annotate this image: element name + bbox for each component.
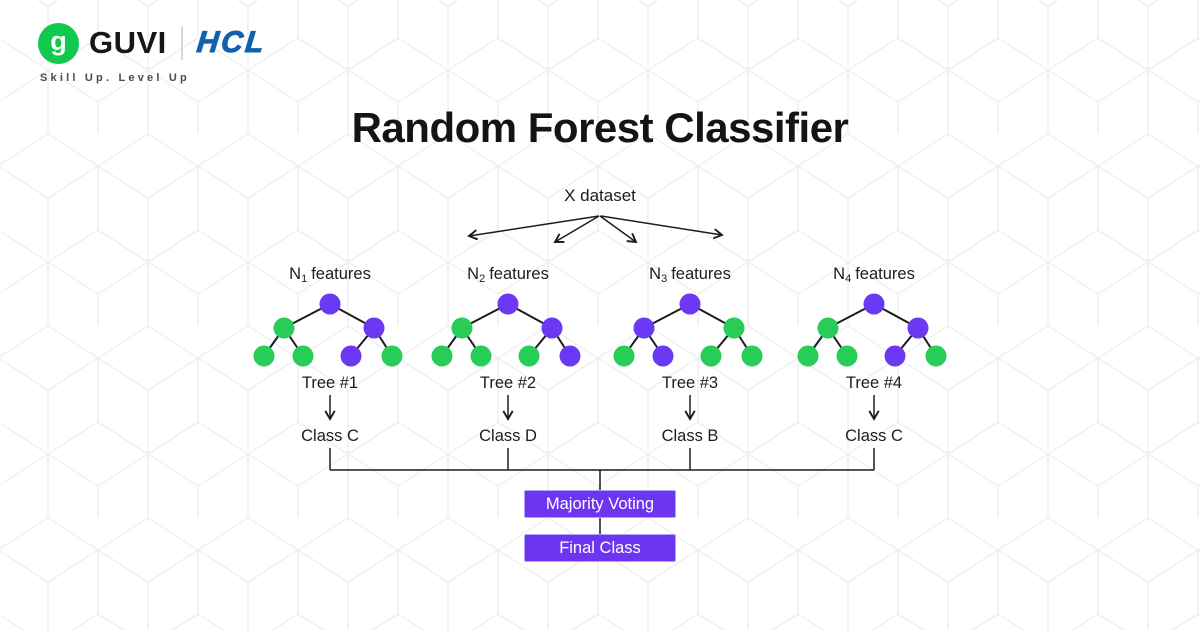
features-subscript: 2 [479, 273, 486, 285]
decision-tree-4 [797, 293, 947, 367]
tree-node-green [817, 317, 839, 339]
tree-node-purple [363, 317, 385, 339]
tree-node-green [253, 345, 275, 367]
tree-node-green [741, 345, 763, 367]
tree-node-purple [679, 293, 701, 315]
tree-node-green [613, 345, 635, 367]
tree-node-green [700, 345, 722, 367]
decision-tree-3 [613, 293, 763, 367]
tree-node-purple [633, 317, 655, 339]
tree-node-purple [497, 293, 519, 315]
class-label-2: Class D [479, 427, 537, 445]
tree-node-green [381, 345, 403, 367]
features-word: features [671, 265, 731, 283]
tree-node-green [723, 317, 745, 339]
tree-node-purple [652, 345, 674, 367]
features-word: features [489, 265, 549, 283]
tree-node-purple [863, 293, 885, 315]
tree-label-3: Tree #3 [661, 374, 719, 392]
tree-node-purple [907, 317, 929, 339]
features-base: N [289, 265, 302, 283]
class-label-1: Class C [301, 427, 359, 445]
features-base: N [649, 265, 662, 283]
tree-label-2: Tree #2 [479, 374, 537, 392]
guvi-logo-icon: g [38, 22, 79, 64]
tree-node-purple [559, 345, 581, 367]
tree-node-green [431, 345, 453, 367]
features-base: N [467, 265, 480, 283]
decision-tree-1 [253, 293, 403, 367]
page-title: Random Forest Classifier [351, 104, 849, 151]
tree-node-green [451, 317, 473, 339]
logo-divider [180, 26, 183, 60]
guvi-logo-glyph: g [50, 26, 67, 56]
features-subscript: 3 [661, 273, 668, 285]
tree-label-1: Tree #1 [301, 374, 359, 392]
tree-node-green [273, 317, 295, 339]
brand-header: g GUVI HCL [38, 21, 268, 65]
majority-voting-box: Majority Voting [524, 490, 676, 518]
features-subscript: 1 [301, 273, 308, 285]
class-label-3: Class B [661, 427, 719, 445]
tree-node-purple [340, 345, 362, 367]
features-subscript: 4 [845, 273, 852, 285]
tree-node-green [292, 345, 314, 367]
tree-node-green [797, 345, 819, 367]
features-base: N [833, 265, 846, 283]
guvi-logo-text: GUVI [89, 25, 167, 60]
class-label-4: Class C [845, 427, 903, 445]
tree-node-purple [541, 317, 563, 339]
tree-label-4: Tree #4 [845, 374, 903, 392]
final-class-box: Final Class [524, 534, 676, 562]
features-word: features [311, 265, 371, 283]
features-word: features [855, 265, 915, 283]
tree-node-purple [884, 345, 906, 367]
brand-tagline: Skill Up. Level Up [40, 72, 190, 84]
tree-node-green [836, 345, 858, 367]
decision-tree-2 [431, 293, 581, 367]
tree-node-green [470, 345, 492, 367]
tree-node-green [518, 345, 540, 367]
dataset-label: X dataset [564, 186, 636, 205]
tree-node-purple [319, 293, 341, 315]
tree-node-green [925, 345, 947, 367]
